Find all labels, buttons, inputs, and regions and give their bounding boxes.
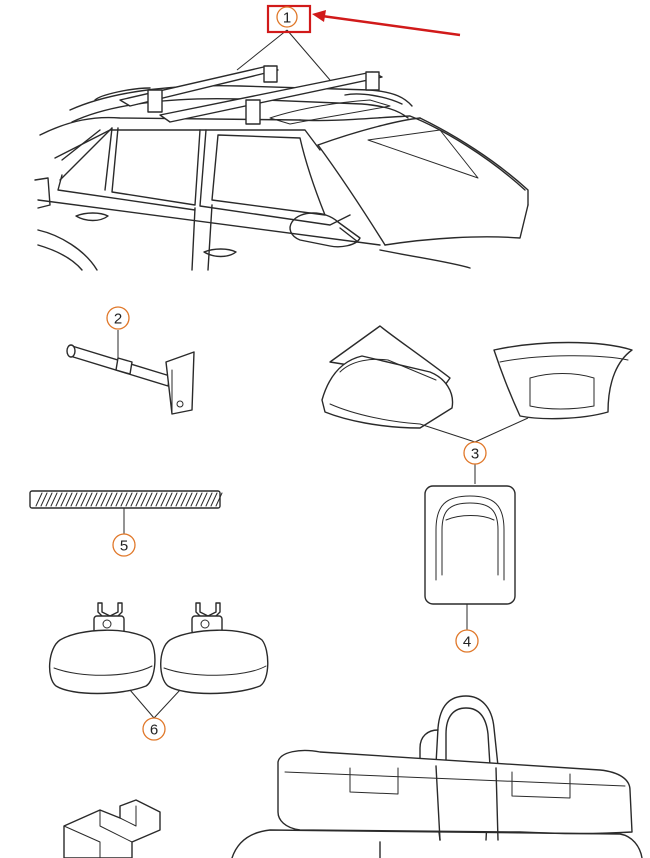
strip-hatch-line [40,492,48,507]
strip-hatch-line [170,492,178,507]
strip-hatch-line [190,492,198,507]
strip-hatch-line [150,492,158,507]
strip-hatch-line [95,492,103,507]
callout-5-label: 5 [120,538,128,555]
strip-hatch-line [125,492,133,507]
strip-hatch-line [60,492,68,507]
strip-hatch-line [195,492,203,507]
highlight-marker [266,4,461,37]
strip-hatch-line [160,492,168,507]
adapter-block-icon [63,799,161,858]
callout-4: 4 [455,629,479,653]
callout-5: 5 [112,533,136,557]
strip-hatch-line [50,492,58,507]
strip-hatch-line [135,492,143,507]
callout-2: 2 [106,306,130,330]
strip-hatch-line [200,492,208,507]
strip-hatch-line [155,492,163,507]
strip-hatch-line [100,492,108,507]
strip-hatch-line [115,492,123,507]
strip-hatch-line [45,492,53,507]
callout-6: 6 [142,717,166,741]
rubber-strip-icon [29,490,223,534]
strip-hatch-line [35,492,43,507]
callout-1: 1 [276,6,298,28]
callout-6-label: 6 [150,722,158,739]
strip-hatch-line [185,492,193,507]
strip-hatch-line [130,492,138,507]
end-caps-icon [321,325,633,484]
strip-hatch-line [210,492,218,507]
callout-1-label: 1 [283,10,291,27]
strip-hatch-line [85,492,93,507]
strip-hatch-line [80,492,88,507]
callout-2-label: 2 [114,311,122,328]
strip-hatch-line [215,492,223,507]
strip-hatch-line [180,492,188,507]
strip-hatch-line [145,492,153,507]
strip-hatch-line [205,492,213,507]
feet-pads-icon [49,602,269,719]
roof-rack-on-car-icon [34,29,529,271]
strip-hatch-line [110,492,118,507]
callout-4-label: 4 [463,634,471,651]
callout-3: 3 [463,441,487,465]
strip-hatch-line [65,492,73,507]
strip-hatch-line [70,492,78,507]
strip-hatch-line [90,492,98,507]
lock-bolt-icon [66,330,195,415]
storage-bag-icon [231,695,643,858]
strip-hatch-line [140,492,148,507]
strip-hatch-line [165,492,173,507]
strip-hatch-line [55,492,63,507]
strip-hatch-line [75,492,83,507]
strip-hatch-line [175,492,183,507]
strip-hatch-line [120,492,128,507]
strip-hatch-line [105,492,113,507]
callout-3-label: 3 [471,446,479,463]
cover-plate-icon [424,485,516,630]
